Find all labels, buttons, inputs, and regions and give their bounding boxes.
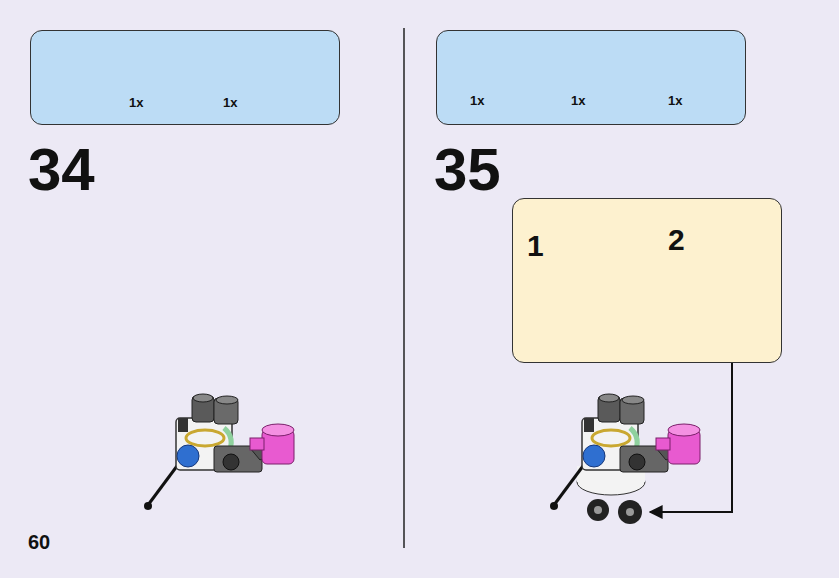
part-count: 1x — [129, 95, 143, 110]
parts-list-box: 1x 1x 1x — [436, 30, 746, 125]
part-count: 1x — [668, 93, 682, 108]
part-count: 1x — [223, 95, 237, 110]
page-number: 60 — [28, 532, 50, 552]
part-count: 1x — [470, 93, 484, 108]
sub-step-number: 1 — [527, 229, 544, 263]
step-number: 34 — [28, 140, 95, 200]
sub-step-box: 12 — [512, 198, 782, 363]
step-number: 35 — [434, 140, 501, 200]
part-count: 1x — [571, 93, 585, 108]
sub-step-number: 2 — [668, 223, 685, 257]
parts-list-box: 1x 1x — [30, 30, 340, 125]
